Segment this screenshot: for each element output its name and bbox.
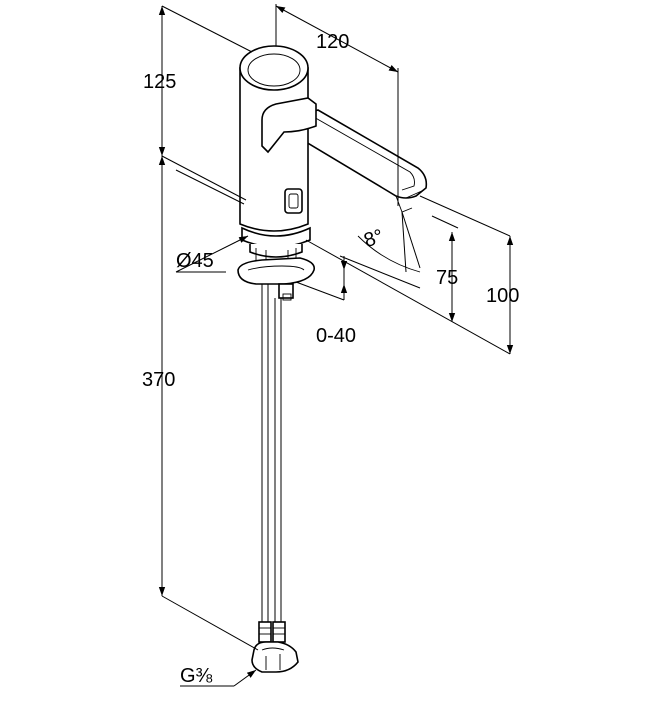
reach-dimension-lines <box>275 4 399 206</box>
dim-connection-thread: G⅜ <box>180 665 213 687</box>
sensor-window <box>284 188 303 214</box>
dim-spout-reach: 120 <box>316 31 349 53</box>
height-dimension-lines <box>158 5 259 651</box>
dim-angle: 8° <box>361 225 386 252</box>
dim-top-height: 125 <box>143 71 176 93</box>
supply-hoses <box>251 284 299 673</box>
dim-total-height: 370 <box>142 369 175 391</box>
dim-spout-clearance: 75 <box>436 267 458 289</box>
mounting-washer <box>237 257 316 285</box>
dim-deck-thickness: 0-40 <box>316 325 356 347</box>
diameter-dimension-lines <box>175 169 249 273</box>
body-top-cap <box>239 45 309 91</box>
outlet-dimension-lines <box>305 195 514 355</box>
dim-outlet-height: 100 <box>486 285 519 307</box>
deck-dimension-lines <box>295 256 348 301</box>
connection-dimension-lines <box>180 669 257 687</box>
faucet-body-group <box>237 45 428 673</box>
spout <box>295 109 428 199</box>
dim-body-diameter: Ø45 <box>176 250 214 272</box>
